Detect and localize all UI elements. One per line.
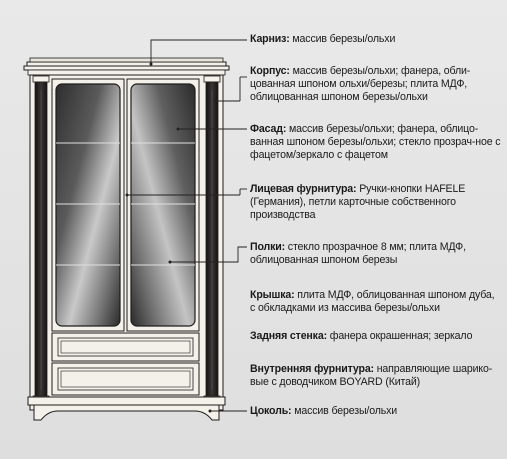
label-furnitura-text: Ручки-кнопки HAFELE (Германия), петли ка…	[250, 183, 466, 221]
label-zadnyaya-text: фанера окрашенная; зеркало	[329, 330, 473, 342]
right-column	[203, 75, 221, 405]
label-karniz: Карниз: массив березы/ольхи	[250, 33, 502, 46]
label-korpus-title: Корпус:	[250, 65, 290, 77]
label-tsokol: Цоколь: массив березы/ольхи	[250, 405, 502, 418]
leader-dots	[125, 62, 217, 413]
label-kryshka-text: плита МДФ, облицованная шпоном дуба, с о…	[250, 289, 495, 314]
plinth	[27, 396, 226, 421]
label-kryshka-title: Крышка:	[250, 289, 295, 301]
label-korpus: Корпус: массив березы/ольхи; фанера, обл…	[250, 65, 502, 104]
label-karniz-title: Карниз:	[250, 33, 290, 45]
label-vnutr-text: направляющие шарико-вые с доводчиком BOY…	[250, 363, 493, 388]
leader-lines	[127, 39, 247, 412]
label-kryshka: Крышка: плита МДФ, облицованная шпоном д…	[250, 289, 502, 315]
label-zadnyaya: Задняя стенка: фанера окрашенная; зеркал…	[250, 330, 502, 343]
label-vnutr: Внутренняя фурнитура: направляющие шарик…	[250, 363, 502, 389]
label-fasad: Фасад: массив березы/ольхи; фанера, обли…	[250, 123, 502, 162]
label-furnitura: Лицевая фурнитура: Ручки-кнопки HAFELE (…	[250, 183, 502, 222]
label-tsokol-text: массив березы/ольхи	[294, 405, 398, 417]
right-glass-door	[126, 78, 200, 332]
label-polki-title: Полки:	[250, 241, 285, 253]
label-polki: Полки: стекло прозрачное 8 мм; плита МДФ…	[250, 241, 502, 267]
label-vnutr-title: Внутренняя фурнитура:	[250, 363, 374, 375]
label-fasad-title: Фасад:	[250, 123, 287, 135]
label-tsokol-title: Цоколь:	[250, 405, 292, 417]
label-karniz-text: массив березы/ольхи	[292, 33, 396, 45]
label-furnitura-title: Лицевая фурнитура:	[250, 183, 357, 195]
label-fasad-text: массив березы/ольхи; фанера, облицо-ванн…	[250, 123, 501, 161]
left-glass-door	[51, 78, 125, 332]
label-zadnyaya-title: Задняя стенка:	[250, 330, 327, 342]
cornice	[23, 57, 230, 76]
label-korpus-text: массив березы/ольхи; фанера, обли-цованн…	[250, 65, 471, 103]
drawers	[51, 332, 200, 396]
left-column	[32, 75, 50, 405]
label-polki-text: стекло прозрачное 8 мм; плита МДФ, облиц…	[250, 241, 466, 266]
